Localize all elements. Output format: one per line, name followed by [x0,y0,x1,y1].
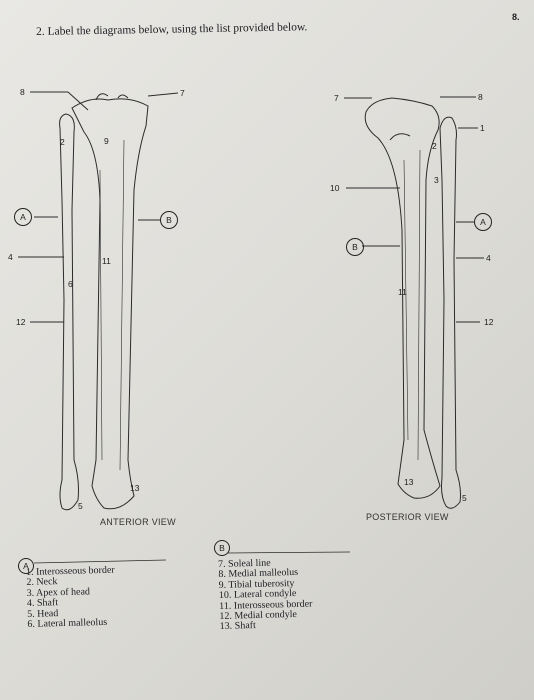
posterior-badge-a: A [474,213,492,231]
anterior-label-4: 4 [8,252,13,262]
anterior-label-11: 11 [102,256,111,266]
posterior-view-label: POSTERIOR VIEW [366,512,449,522]
anterior-fibula-outline [59,113,79,511]
anterior-label-13: 13 [130,483,140,493]
posterior-label-10: 10 [330,183,340,193]
anterior-label-12: 12 [16,317,26,327]
anterior-label-9: 9 [104,136,109,146]
posterior-fibula-outline [439,116,461,509]
posterior-label-3: 3 [434,175,439,185]
anterior-label-5: 5 [78,501,83,511]
anterior-label-2: 2 [60,137,65,147]
posterior-label-2: 2 [432,141,437,151]
posterior-label-1: 1 [480,123,485,133]
anterior-label-6: 6 [68,279,73,289]
posterior-label-8: 8 [478,92,483,102]
anterior-view-label: ANTERIOR VIEW [100,517,176,527]
list-b: 7. Soleal line 8. Medial malleolus 9. Ti… [218,558,313,633]
list-a: 1. Interosseous border 2. Neck 3. Apex o… [26,565,116,631]
posterior-label-12: 12 [484,317,494,327]
anterior-badge-b: B [160,211,178,229]
posterior-label-11: 11 [398,287,407,297]
posterior-badge-b: B [346,238,364,256]
list-b-badge: B [214,540,230,556]
posterior-label-13: 13 [404,477,414,487]
posterior-tibia-outline [364,97,441,499]
anterior-label-7: 7 [180,88,185,98]
anterior-tibia-outline [71,98,149,510]
list-a-badge: A [18,558,34,574]
anterior-label-8: 8 [20,87,25,97]
anterior-badge-a: A [14,208,32,226]
posterior-label-5: 5 [462,493,467,503]
page-number: 8. [512,12,520,22]
posterior-label-7: 7 [334,93,339,103]
posterior-label-4: 4 [486,253,491,263]
